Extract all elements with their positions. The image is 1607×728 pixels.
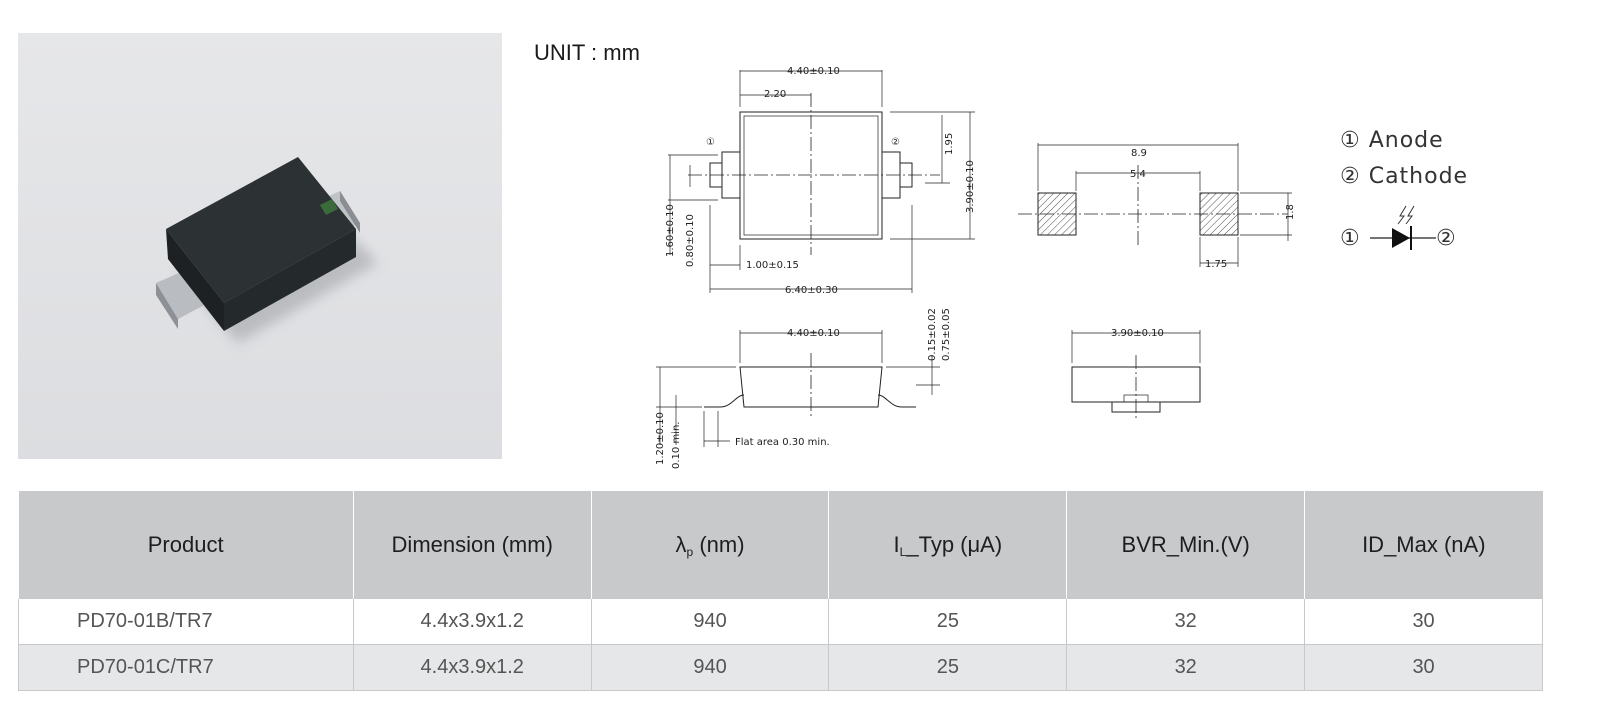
- dim-top-width: 4.40±0.10: [787, 66, 840, 77]
- symbol-pin2: ②: [1436, 226, 1457, 251]
- top-view: 4.40±0.10 2.20 ① ② 1.95 3.90±0.10 1.60±0…: [665, 66, 976, 296]
- dim-min-gap: 0.10 min.: [671, 422, 682, 469]
- dim-end-width: 3.90±0.10: [1111, 328, 1164, 339]
- table-row: PD70-01C/TR7 4.4x3.9x1.2 940 25 32 30: [18, 644, 1543, 691]
- header-id-max: ID_Max (nA): [1304, 491, 1543, 599]
- spec-table: Product Dimension (mm) λp (nm) IL_Typ (μ…: [18, 491, 1543, 691]
- cell-bvr: 32: [1066, 599, 1306, 645]
- dim-standoff: 0.75±0.05: [941, 308, 952, 361]
- product-photo: [18, 33, 502, 459]
- anode-label: ① Anode: [1340, 128, 1444, 153]
- dim-pad-outer: 8.9: [1131, 148, 1147, 159]
- dim-body-height: 3.90±0.10: [965, 160, 976, 213]
- photodiode-package-image: [156, 157, 378, 343]
- cell-il: 25: [828, 599, 1068, 645]
- unit-label: UNIT : mm: [534, 40, 640, 65]
- cell-lambda: 940: [591, 599, 830, 645]
- dim-lead-thickness: 0.15±0.02: [927, 308, 938, 361]
- pad-layout: 8.9 5.4 1.8 1.75: [1018, 143, 1296, 270]
- pin1-marker: ①: [706, 137, 715, 148]
- symbol-pin1: ①: [1340, 226, 1361, 251]
- header-il-typ: IL_Typ (μA): [828, 491, 1068, 599]
- dim-lead-total-height: 1.60±0.10: [665, 204, 676, 257]
- dim-half-width: 2.20: [764, 89, 786, 100]
- header-dimension: Dimension (mm): [353, 491, 592, 599]
- side-view: 4.40±0.10 0.15±0.02 0.75±0.05 1.20±0.10 …: [655, 308, 952, 469]
- dim-pad-height: 1.8: [1285, 204, 1296, 220]
- dim-pin-height: 1.95: [944, 133, 955, 155]
- dim-lead-width: 1.00±0.15: [746, 260, 799, 271]
- package-dimension-drawing: 4.40±0.10 2.20 ① ② 1.95 3.90±0.10 1.60±0…: [655, 66, 1296, 469]
- dim-flat-area: Flat area 0.30 min.: [735, 437, 830, 448]
- dim-side-width: 4.40±0.10: [787, 328, 840, 339]
- end-view: 3.90±0.10: [1071, 328, 1201, 420]
- dim-lead-height: 0.80±0.10: [685, 214, 696, 267]
- header-product: Product: [18, 491, 354, 599]
- table-header-row: Product Dimension (mm) λp (nm) IL_Typ (μ…: [18, 491, 1543, 599]
- pin-legend: ① Anode ② Cathode ① ②: [1340, 128, 1470, 266]
- cell-lambda: 940: [591, 644, 830, 691]
- header-lambda: λp (nm): [591, 491, 830, 599]
- cell-dimension: 4.4x3.9x1.2: [353, 599, 592, 645]
- dim-overall-width: 6.40±0.30: [785, 285, 838, 296]
- cell-bvr: 32: [1066, 644, 1306, 691]
- cell-id: 30: [1304, 599, 1543, 645]
- header-bvr-min: BVR_Min.(V): [1066, 491, 1306, 599]
- photodiode-symbol: ① ②: [1340, 205, 1457, 251]
- dim-pad-width: 1.75: [1205, 259, 1227, 270]
- cell-id: 30: [1304, 644, 1543, 691]
- dim-pad-inner: 5.4: [1130, 169, 1146, 180]
- cell-dimension: 4.4x3.9x1.2: [353, 644, 592, 691]
- dim-total-height: 1.20±0.10: [655, 412, 666, 465]
- pin2-marker: ②: [891, 137, 900, 148]
- table-row: PD70-01B/TR7 4.4x3.9x1.2 940 25 32 30: [18, 599, 1543, 645]
- cell-il: 25: [828, 644, 1068, 691]
- cathode-label: ② Cathode: [1340, 164, 1469, 189]
- cell-product: PD70-01C/TR7: [18, 644, 354, 691]
- cell-product: PD70-01B/TR7: [18, 599, 354, 645]
